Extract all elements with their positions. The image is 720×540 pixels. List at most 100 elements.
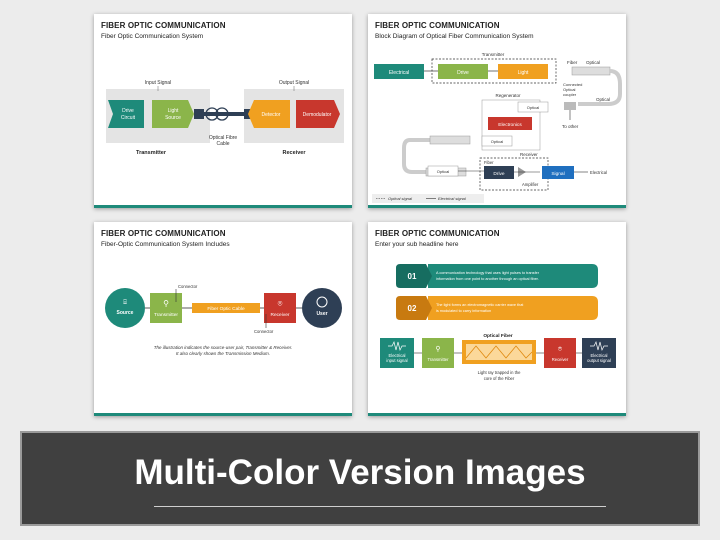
input-signal-label: Input Signal [145,80,171,86]
transmitter-label: Transmitter [482,52,505,57]
legend-electrical: Electrical signal [438,196,466,201]
trapped-line2: core of the Fiber [484,376,515,381]
user-circle [302,288,342,328]
light-source-line1: Light [168,108,179,114]
receiver-block [544,338,576,368]
cable-label: Fiber Optic Cable [207,306,245,312]
slide-accent-bar [94,205,352,208]
item2-number: 02 [408,304,417,313]
amplifier-label: Amplifier [522,182,539,187]
receiver-label: Receiver [520,152,538,157]
item2-text-line1: The light forms an electromagnetic carri… [436,303,524,307]
fiber2-label: Fiber [484,160,494,165]
transmitter-caption: Transmitter [136,150,167,156]
optical-label-1: Optical [586,60,600,65]
cable-caption-line1: Optical Fibre [209,135,238,141]
connected-line2: Optical [563,87,576,92]
slide-thumbnail-3[interactable]: FIBER OPTIC COMMUNICATION Fiber-Optic Co… [94,222,352,416]
slide-subtitle: Enter your sub headline here [375,241,459,248]
svg-text:Optical: Optical [437,169,450,174]
antenna-icon: ⚲ [435,345,440,353]
slide-thumbnail-4[interactable]: FIBER OPTIC COMMUNICATION Enter your sub… [368,222,626,416]
note-line2: It also clearly shows the Transmission M… [176,351,270,356]
slide-subtitle: Fiber-Optic Communication System Include… [101,241,230,248]
user-icon [316,296,328,308]
item1-text-line2: information from one point to another th… [436,277,539,281]
item2-badge [396,296,432,320]
trapped-line1: Light ray trapped in the [478,370,522,375]
elec-output-block [582,338,616,368]
item1-bar [428,264,598,288]
transmitter-label: Transmitter [427,357,449,362]
slide-thumbnail-1[interactable]: FIBER OPTIC COMMUNICATION Fiber Optic Co… [94,14,352,208]
svg-text:Optical: Optical [527,105,540,110]
fiber-path [578,69,622,106]
resistor-icon [388,340,406,352]
elec-input-block [380,338,414,368]
slide1-diagram: Input Signal Output Signal Drive Circuit… [106,80,344,156]
receiver-label: Receiver [552,357,569,362]
slide-title: FIBER OPTIC COMMUNICATION [101,229,226,238]
slide3-diagram: ⌸ Source ⚲ Transmitter Connector Fiber O… [105,284,342,356]
light-block [498,64,548,79]
elec-input-line1: Electrical [389,353,406,358]
slide-accent-bar [368,413,626,416]
drive-circuit-line1: Drive [122,108,134,114]
antenna-icon: ⚲ [163,299,169,308]
fiber-connector [571,66,611,76]
banner-title: Multi-Color Version Images [134,453,586,492]
detector-block [248,100,290,128]
fiber-core [466,344,532,360]
source-label: Source [117,310,134,316]
fiber-cable [204,112,234,116]
slide-title: FIBER OPTIC COMMUNICATION [375,229,500,238]
connector-top-label: Connector [178,284,198,289]
receiver-block [264,293,296,323]
user-label: User [316,311,327,317]
connected-line3: coupler [563,92,577,97]
optical-label-2: Optical [596,97,610,102]
svg-text:Optical: Optical [491,139,504,144]
cable-caption-line2: Cable [216,141,229,147]
fiber-loop [205,107,219,121]
item1-badge [396,264,432,288]
cable-block [192,303,260,313]
slide-thumbnail-2[interactable]: FIBER OPTIC COMMUNICATION Block Diagram … [368,14,626,208]
detector-label: Detector [262,112,281,118]
signal-block [542,166,574,179]
drive2-block [484,166,514,179]
elec-output-line1: Electrical [591,353,608,358]
slide-subtitle: Block Diagram of Optical Fiber Communica… [375,33,534,40]
drive-block [438,64,488,79]
regenerator-box [481,99,541,151]
title-banner: Multi-Color Version Images [20,431,700,526]
electronics-label: Electronics [498,122,522,128]
banner-underline [154,506,606,507]
electrical-label: Electrical [389,70,409,76]
drive-label: Drive [457,70,469,76]
light-source-block [152,100,194,128]
receiver-caption: Receiver [283,150,307,156]
transmitter-block [150,293,182,323]
slide4-diagram: 01 A communication technology that uses … [380,264,616,381]
receiver-label: Receiver [271,312,290,318]
electrical-out-label: Electrical [590,170,607,175]
dish-icon: ⌾ [558,346,563,353]
regenerator-label: Regenerator [495,93,521,98]
light-source-line2: Source [165,115,181,121]
elec-input-line2: input signal [386,358,407,363]
item2-bar [428,296,598,320]
drive-circuit-line2: Circuit [121,115,136,121]
electrical-block [374,64,424,79]
source-icon: ⌸ [123,299,127,306]
to-other-label: To other [562,124,579,129]
light-label: Light [518,70,529,76]
slide-subtitle: Fiber Optic Communication System [101,33,204,40]
coupler [564,102,576,110]
electronics-block [488,117,532,130]
slide-title: FIBER OPTIC COMMUNICATION [101,21,226,30]
item1-number: 01 [408,272,417,281]
slide-title: FIBER OPTIC COMMUNICATION [375,21,500,30]
optical-fiber-label: Optical Fiber [483,333,512,339]
dish-icon: ⌾ [278,299,283,308]
